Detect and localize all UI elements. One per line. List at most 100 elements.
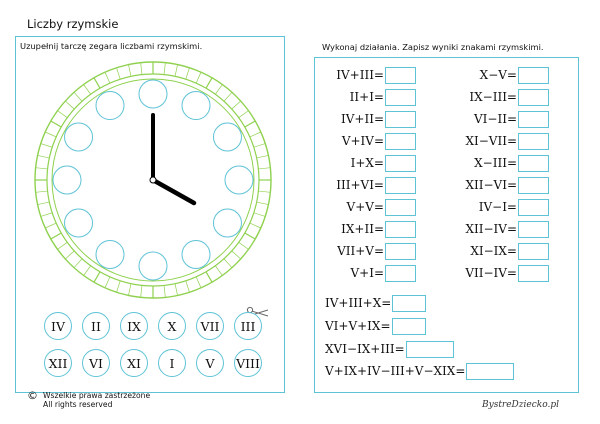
clock-center [149, 176, 157, 184]
equation-left-answer-box[interactable] [385, 110, 416, 128]
numeral-tile[interactable]: V [196, 349, 224, 377]
clock-tick [73, 92, 83, 102]
equation-left-answer-box[interactable] [385, 88, 416, 106]
clock-tick [253, 143, 266, 148]
equation-left-answer-box[interactable] [385, 264, 416, 282]
equation-left-expression: V+I= [350, 266, 384, 280]
equation-right-answer-box[interactable] [518, 176, 549, 194]
equation-right-answer-box[interactable] [518, 242, 549, 260]
equation-long-expression: VI+V+IX= [325, 319, 391, 333]
hour-slot-12[interactable] [138, 79, 168, 109]
equation-left-answer-box[interactable] [385, 132, 416, 150]
clock-tick [258, 167, 271, 170]
numeral-tile[interactable]: IV [44, 312, 72, 340]
equation-left-answer-box[interactable] [385, 154, 416, 172]
hour-slot-10[interactable] [64, 122, 94, 152]
clock-tick [65, 100, 75, 110]
clock-tick [238, 242, 249, 250]
equation-right-answer-box[interactable] [518, 198, 549, 216]
clock-tick [249, 222, 261, 229]
hour-slot-7[interactable] [95, 239, 125, 269]
equation-left-answer-box[interactable] [385, 198, 416, 216]
clock-tick [163, 62, 166, 75]
numeral-tile[interactable]: VIII [234, 349, 262, 377]
equation-right-expression: XII−VI= [465, 178, 517, 192]
clock-hour-hand [150, 177, 197, 206]
clock-tick [215, 265, 223, 276]
equation-left-answer-box[interactable] [385, 220, 416, 238]
clock-tick [231, 250, 241, 260]
equation-left: IV+II= [341, 110, 416, 128]
hour-slot-1[interactable] [181, 91, 211, 121]
equation-right: XII−VI= [465, 176, 549, 194]
clock-tick [215, 84, 223, 95]
clock-tick [116, 67, 121, 80]
equation-right: VII−IV= [465, 264, 549, 282]
clock-tick [57, 110, 68, 118]
equation-right-expression: X−V= [479, 68, 517, 82]
equation-left-answer-box[interactable] [385, 66, 416, 84]
hour-slot-2[interactable] [212, 122, 242, 152]
clock-tick [140, 62, 143, 75]
hour-slot-4[interactable] [212, 208, 242, 238]
clock-tick [50, 120, 62, 128]
hour-slot-8[interactable] [64, 208, 94, 238]
clock-panel [15, 36, 285, 393]
equation-long-answer-box[interactable] [391, 317, 426, 335]
equation-left-expression: IV+III= [336, 68, 384, 82]
equation-left: IV+III= [336, 66, 416, 84]
equation-right-answer-box[interactable] [518, 66, 549, 84]
equation-right: VI−II= [474, 110, 549, 128]
equation-left: IX+II= [341, 220, 416, 238]
equation-left-answer-box[interactable] [385, 242, 416, 260]
equation-long-answer-box[interactable] [466, 362, 515, 380]
equation-long-expression: XVI−IX+III= [325, 342, 405, 356]
numeral-tile[interactable]: I [158, 349, 186, 377]
equation-right: X−III= [474, 154, 549, 172]
hour-slot-11[interactable] [95, 91, 125, 121]
numeral-tile[interactable]: VI [82, 349, 110, 377]
numeral-tile[interactable]: XI [120, 349, 148, 377]
clock-tick [104, 276, 111, 288]
numeral-tile[interactable]: IX [120, 312, 148, 340]
clock-ticks [35, 62, 271, 298]
numeral-tile[interactable]: VII [196, 312, 224, 340]
clock-tick [249, 131, 261, 138]
equation-right-expression: IV−I= [478, 200, 517, 214]
equation-right-answer-box[interactable] [518, 88, 549, 106]
clock-tick [140, 285, 143, 298]
numeral-tile[interactable]: X [158, 312, 186, 340]
equation-left-answer-box[interactable] [385, 176, 416, 194]
equation-left-expression: IX+II= [341, 222, 384, 236]
hour-slot-6[interactable] [138, 251, 168, 281]
equation-long-answer-box[interactable] [405, 340, 454, 358]
clock-tick [195, 276, 202, 288]
clock-outer-ring [34, 61, 272, 299]
hour-slot-5[interactable] [181, 239, 211, 269]
equation-right-expression: X−III= [474, 156, 517, 170]
clock-tick [256, 155, 269, 159]
equation-right-answer-box[interactable] [518, 154, 549, 172]
hour-slot-9[interactable] [52, 165, 82, 195]
clock-tick [73, 258, 83, 268]
numeral-tile[interactable]: III [234, 312, 262, 340]
clock-tick [57, 242, 68, 250]
numeral-tile[interactable]: II [82, 312, 110, 340]
equation-right-expression: XII−IV= [465, 222, 517, 236]
equation-left: I+X= [351, 154, 416, 172]
clock-tick [185, 67, 190, 80]
equation-long-answer-box[interactable] [392, 294, 427, 312]
clock-tick [37, 155, 50, 159]
clock-tick [50, 232, 62, 240]
equation-right-expression: VII−IV= [465, 266, 517, 280]
numeral-tile[interactable]: XII [44, 349, 72, 377]
equation-right-answer-box[interactable] [518, 110, 549, 128]
equation-right-answer-box[interactable] [518, 132, 549, 150]
hour-slot-3[interactable] [224, 165, 254, 195]
equation-right-answer-box[interactable] [518, 220, 549, 238]
equation-right-answer-box[interactable] [518, 264, 549, 282]
equation-right-expression: IX−III= [469, 90, 517, 104]
clock-tick [65, 250, 75, 260]
equation-right: X−V= [480, 66, 549, 84]
